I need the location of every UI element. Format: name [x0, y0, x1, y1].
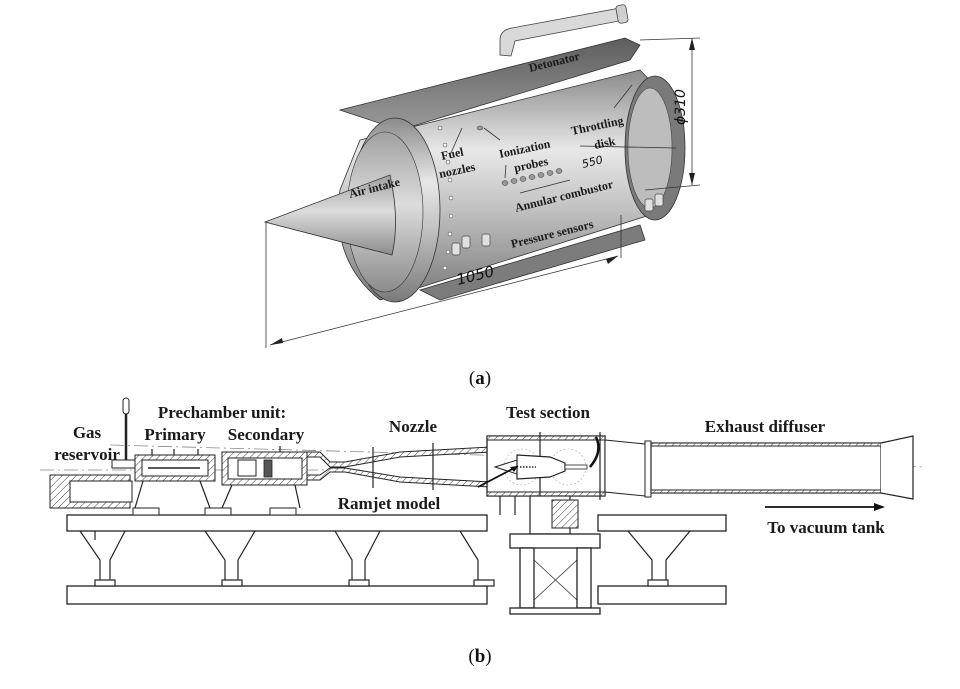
exhaust-diffuser [604, 435, 914, 500]
label-leader-lines [449, 84, 633, 194]
label-ramjet-model: Ramjet model [338, 494, 441, 513]
panel-a-ramjet-model: Detonator Air intake Fuel nozzles Ioniza… [263, 4, 701, 389]
label-secondary: Secondary [228, 425, 305, 444]
detonator-tube [499, 4, 629, 57]
panel-b-test-facility: Gas reservoir Prechamber unit: Primary S… [40, 397, 926, 667]
air-intake-cone [263, 174, 396, 256]
caption-b: (b) [468, 646, 491, 667]
dimension-lines [265, 37, 701, 348]
dimension-550: 550 [581, 153, 605, 171]
caption-a: (a) [469, 368, 491, 389]
support-frame [66, 495, 727, 615]
outer-casing-bottom [418, 224, 646, 301]
ramjet-model-sideview [493, 436, 600, 480]
label-test-section: Test section [506, 403, 590, 422]
pressure-sensor-fittings [451, 193, 664, 256]
label-gas-reservoir-line2: reservoir [54, 445, 120, 464]
label-gas-reservoir-line1: Gas [73, 423, 102, 442]
label-fuel-nozzles-line1: Fuel [440, 144, 466, 163]
label-primary: Primary [144, 425, 206, 444]
label-to-vacuum-tank: To vacuum tank [767, 518, 885, 537]
nozzle [306, 443, 491, 490]
label-throttling-disk-line2: disk [593, 134, 617, 152]
label-exhaust-diffuser: Exhaust diffuser [705, 417, 826, 436]
fuel-nozzle-ring [437, 125, 454, 271]
label-prechamber-unit: Prechamber unit: [158, 403, 286, 422]
label-nozzle: Nozzle [389, 417, 438, 436]
dimension-diameter-310: ϕ310 [673, 89, 689, 125]
ramjet-model-leader [477, 465, 519, 488]
ionization-probe-row [476, 125, 563, 186]
